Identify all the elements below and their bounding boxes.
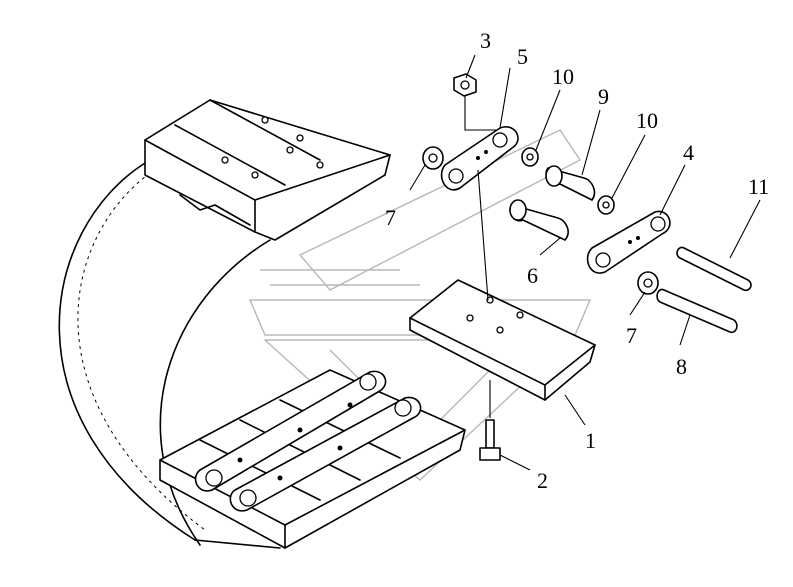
bolt-part-2 [479, 419, 501, 461]
callout-2: 2 [537, 468, 548, 493]
pin-part-9 [545, 165, 596, 201]
track-link-chain [194, 370, 422, 512]
master-link-part-5 [440, 126, 519, 191]
pin-part-11 [676, 246, 752, 292]
callout-7b: 7 [626, 323, 637, 348]
callout-3: 3 [480, 28, 491, 53]
callout-11: 11 [748, 174, 769, 199]
callout-9: 9 [598, 84, 609, 109]
callout-4: 4 [683, 140, 694, 165]
link-part-4 [586, 210, 671, 274]
callout-8: 8 [676, 354, 687, 379]
track-chain-loop [58, 162, 281, 549]
washer-part-7-upper [422, 146, 444, 170]
spacer-part-10-upper [521, 147, 539, 167]
callout-10b: 10 [636, 108, 658, 133]
rod-part-8 [656, 288, 738, 334]
callout-5: 5 [517, 44, 528, 69]
track-shoe-part-1 [409, 279, 596, 401]
leader-lines [409, 54, 761, 471]
upper-track-shoes [144, 99, 391, 241]
callout-6: 6 [527, 263, 538, 288]
bushing-part-6 [509, 199, 569, 241]
nut-part-3 [453, 73, 500, 131]
callout-1: 1 [585, 428, 596, 453]
washer-part-7-lower [637, 271, 659, 295]
spacer-part-10-lower [597, 195, 615, 215]
callout-10a: 10 [552, 64, 574, 89]
callout-7a: 7 [385, 205, 396, 230]
